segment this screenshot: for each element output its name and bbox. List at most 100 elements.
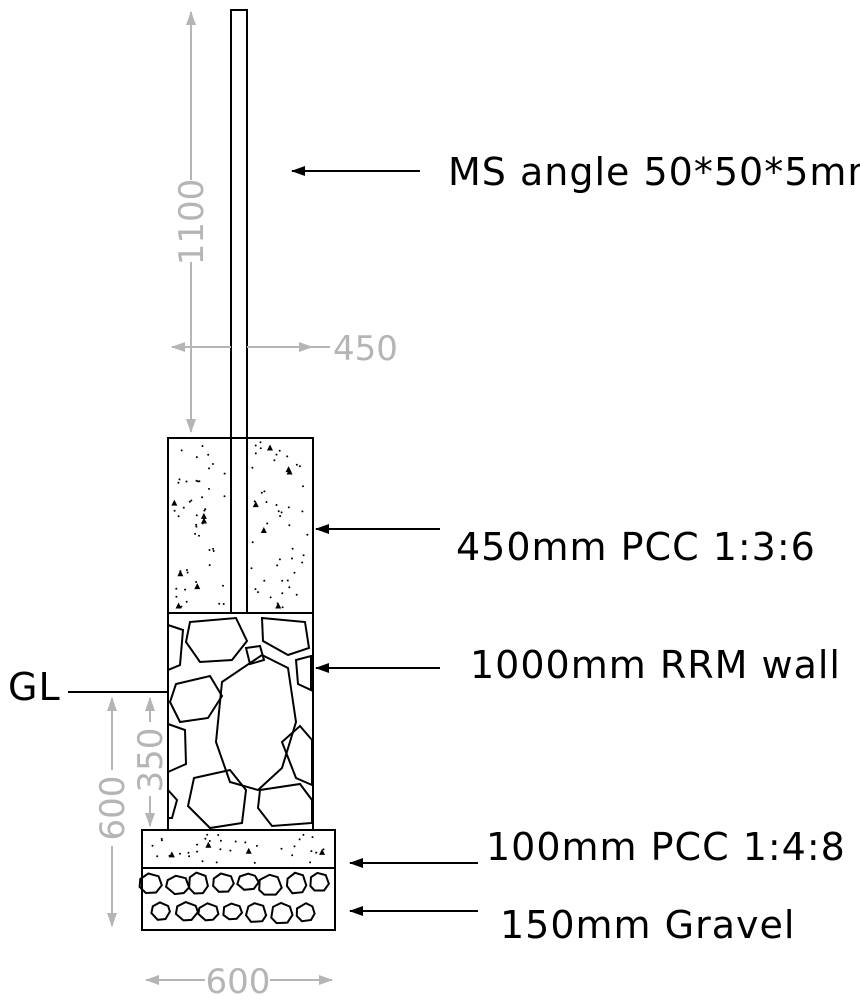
speckle-dot <box>151 844 154 847</box>
pcc-top-block <box>167 437 314 614</box>
speckle-dot <box>291 557 293 560</box>
speckle-dot <box>234 840 237 843</box>
pcc-top-label: 450mm PCC 1:3:6 <box>456 525 816 569</box>
speckle-dot <box>288 586 291 589</box>
ms-angle-label: MS angle 50*50*5mm <box>448 150 860 194</box>
speckle-dot <box>207 453 210 456</box>
speckle-dot <box>218 602 221 605</box>
speckle-dot <box>195 581 198 583</box>
speckle-dot <box>177 481 180 484</box>
gravel-stone <box>258 873 283 896</box>
speckle-dot <box>211 463 214 465</box>
speckle-dot <box>219 839 222 842</box>
speckle-dot <box>288 524 291 527</box>
aggregate-triangle <box>194 583 201 590</box>
speckle-dot <box>175 595 178 598</box>
speckle-dot <box>244 841 247 844</box>
gravel-stone <box>309 871 331 892</box>
speckle-dot <box>208 549 211 551</box>
speckle-dot <box>196 850 199 853</box>
speckle-dot <box>275 453 278 456</box>
speckle-dot <box>295 593 298 596</box>
speckle-dot <box>255 844 258 847</box>
speckle-dot <box>309 861 312 864</box>
ms-angle-post <box>230 9 248 614</box>
speckle-dot <box>322 848 325 851</box>
speckle-dot <box>203 509 206 512</box>
speckle-dot <box>279 515 282 518</box>
speckle-dot <box>201 496 204 499</box>
speckle-dot <box>177 515 180 518</box>
speckle-dot <box>298 838 301 841</box>
speckle-dot <box>277 510 280 513</box>
speckle-dot <box>160 839 163 842</box>
speckle-dot <box>301 510 304 513</box>
concrete-speckle-pattern <box>151 833 326 864</box>
speckle-dot <box>195 514 198 517</box>
speckle-dot <box>195 523 198 526</box>
speckle-dot <box>293 845 296 848</box>
gravel-stone <box>295 902 316 923</box>
speckle-dot <box>217 834 220 836</box>
speckle-dot <box>180 605 183 608</box>
speckle-dot <box>291 547 294 550</box>
speckle-dot <box>194 532 197 535</box>
speckle-dot <box>198 534 200 537</box>
speckle-dot <box>187 851 190 854</box>
speckle-dot <box>275 504 278 506</box>
aggregate-triangle <box>275 602 282 609</box>
speckle-dot <box>263 579 266 582</box>
gravel-stone <box>138 872 163 895</box>
speckle-dot <box>195 456 198 459</box>
aggregate-triangle <box>177 570 184 577</box>
speckle-dot <box>306 533 309 536</box>
speckle-dot <box>259 441 262 444</box>
speckle-dot <box>254 452 257 455</box>
speckle-dot <box>223 472 226 475</box>
speckle-dot <box>196 480 199 483</box>
gl-to-pcc-value: 350 <box>131 728 171 793</box>
speckle-dot <box>281 606 284 609</box>
speckle-dot <box>280 511 283 514</box>
gravel-stone <box>150 901 171 921</box>
speckle-dot <box>204 508 207 511</box>
gravel-bed <box>138 867 336 931</box>
aggregate-triangle <box>252 501 259 508</box>
speckle-dot <box>293 571 296 574</box>
speckle-dot <box>286 455 289 458</box>
speckle-dot <box>266 522 269 525</box>
speckle-dot <box>190 499 193 502</box>
gravel-stone <box>285 871 308 895</box>
aggregate-triangle <box>200 512 207 519</box>
gl-label: GL <box>8 665 61 709</box>
gravel-stone <box>244 902 268 923</box>
aggregate-triangle <box>200 517 207 524</box>
speckle-dot <box>250 567 253 570</box>
speckle-dot <box>253 500 256 503</box>
speckle-dot <box>208 487 210 490</box>
speckle-dot <box>180 449 183 452</box>
speckle-dot <box>175 587 178 590</box>
speckle-dot <box>315 851 318 854</box>
gravel-stone <box>212 872 235 893</box>
speckle-dot <box>182 506 185 509</box>
speckle-dot <box>212 550 215 552</box>
post-height-value: 1100 <box>172 179 212 266</box>
speckle-dot <box>212 547 215 550</box>
speckle-dot <box>204 837 207 840</box>
speckle-dot <box>222 584 224 587</box>
speckle-dot <box>219 848 222 851</box>
speckle-dot <box>201 445 204 447</box>
speckle-dot <box>251 466 254 469</box>
speckle-dot <box>201 860 204 863</box>
concrete-speckle-pattern <box>171 441 309 609</box>
speckle-dot <box>208 564 211 567</box>
aggregate-triangle <box>319 848 326 855</box>
gl-to-bottom-value: 600 <box>93 776 133 841</box>
gravel-label: 150mm Gravel <box>500 903 795 947</box>
speckle-dot <box>223 495 226 498</box>
speckle-dot <box>208 840 211 842</box>
speckle-dot <box>273 459 276 462</box>
speckle-dot <box>302 554 305 557</box>
speckle-dot <box>251 541 254 544</box>
